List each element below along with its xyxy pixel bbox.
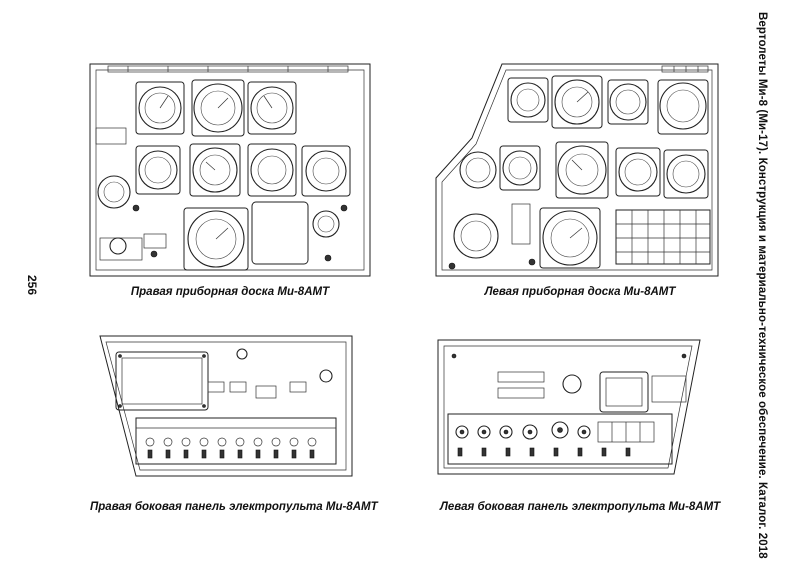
left-instrument-panel-drawing [432, 58, 722, 280]
page-number-text: 256 [25, 274, 39, 296]
right-console-drawing [96, 332, 358, 480]
page-number: 256 [24, 270, 40, 300]
right-instrument-panel-drawing [88, 58, 373, 280]
caption-right-console: Правая боковая панель электропульта Ми-8… [90, 501, 378, 513]
caption-right-instrument-panel: Правая приборная доска Ми-8АМТ [130, 286, 330, 298]
caption-left-console: Левая боковая панель электропульта Ми-8А… [440, 501, 721, 513]
running-header-text: Вертолеты Ми-8 (Ми-17). Конструкция и ма… [756, 11, 768, 559]
left-console-drawing [434, 336, 706, 478]
caption-left-instrument-panel: Левая приборная доска Ми-8АМТ [484, 286, 676, 298]
running-header: Вертолеты Ми-8 (Ми-17). Конструкция и ма… [742, 12, 782, 559]
